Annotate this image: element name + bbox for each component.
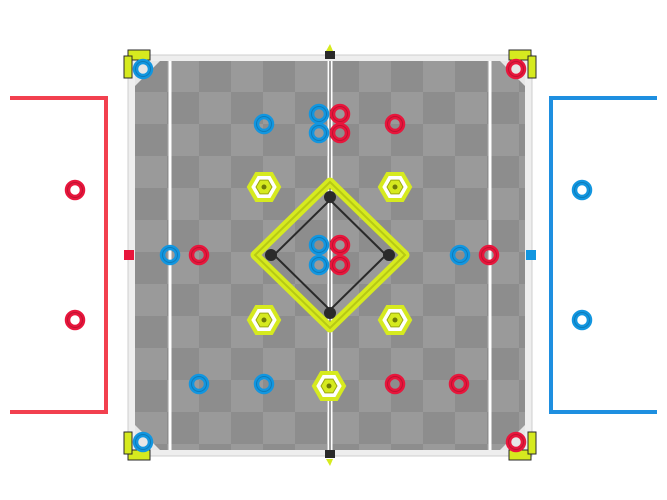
ring-icon: [571, 179, 593, 201]
ring-icon: [188, 244, 210, 266]
ring-outline: [311, 257, 327, 273]
blue-zone-outline: [549, 96, 657, 414]
ring-outline: [332, 257, 348, 273]
ring-outline: [256, 376, 272, 392]
ring-outline: [191, 247, 207, 263]
ring-outline: [481, 247, 497, 263]
ring-outline: [311, 106, 327, 122]
ring-outline: [451, 376, 467, 392]
mobile-goal-icon: [377, 305, 413, 335]
ring-outline: [508, 434, 524, 450]
ring-outline: [574, 182, 590, 198]
rings: [132, 58, 527, 453]
ring-icon: [64, 309, 86, 331]
ring-icon: [132, 58, 154, 80]
ring-icon: [308, 103, 330, 125]
ring-outline: [135, 61, 151, 77]
ring-icon: [449, 244, 471, 266]
ring-outline: [191, 376, 207, 392]
ring-outline: [574, 312, 590, 328]
ring-icon: [308, 254, 330, 276]
ring-icon: [329, 103, 351, 125]
ring-icon: [329, 254, 351, 276]
ring-icon: [132, 431, 154, 453]
ring-icon: [159, 244, 181, 266]
ring-icon: [478, 244, 500, 266]
ring-icon: [571, 309, 593, 331]
mobile-goal-icon: [311, 371, 347, 401]
red-zone-outline: [10, 96, 108, 414]
ring-outline: [387, 116, 403, 132]
mobile-goals: [246, 172, 413, 401]
ring-outline: [67, 312, 83, 328]
ring-icon: [308, 122, 330, 144]
ring-icon: [329, 122, 351, 144]
ring-icon: [253, 373, 275, 395]
ring-outline: [332, 125, 348, 141]
mobile-goal-icon: [377, 172, 413, 202]
mobile-goal-icon: [246, 172, 282, 202]
ring-outline: [332, 106, 348, 122]
ring-outline: [135, 434, 151, 450]
ring-outline: [387, 376, 403, 392]
ring-outline: [67, 182, 83, 198]
ring-icon: [448, 373, 470, 395]
ring-outline: [162, 247, 178, 263]
ring-outline: [256, 116, 272, 132]
ring-icon: [308, 234, 330, 256]
center-ladder: [250, 177, 410, 333]
ring-outline: [311, 125, 327, 141]
ring-outline: [452, 247, 468, 263]
ring-icon: [188, 373, 210, 395]
ring-outline: [508, 61, 524, 77]
ring-icon: [64, 179, 86, 201]
ring-icon: [384, 373, 406, 395]
ring-outline: [311, 237, 327, 253]
ring-icon: [505, 431, 527, 453]
ring-icon: [253, 113, 275, 135]
ring-outline: [332, 237, 348, 253]
ring-icon: [505, 58, 527, 80]
alliance-starting-zone-icon: [123, 44, 537, 466]
mobile-goal-icon: [246, 305, 282, 335]
ring-icon: [329, 234, 351, 256]
ring-icon: [384, 113, 406, 135]
